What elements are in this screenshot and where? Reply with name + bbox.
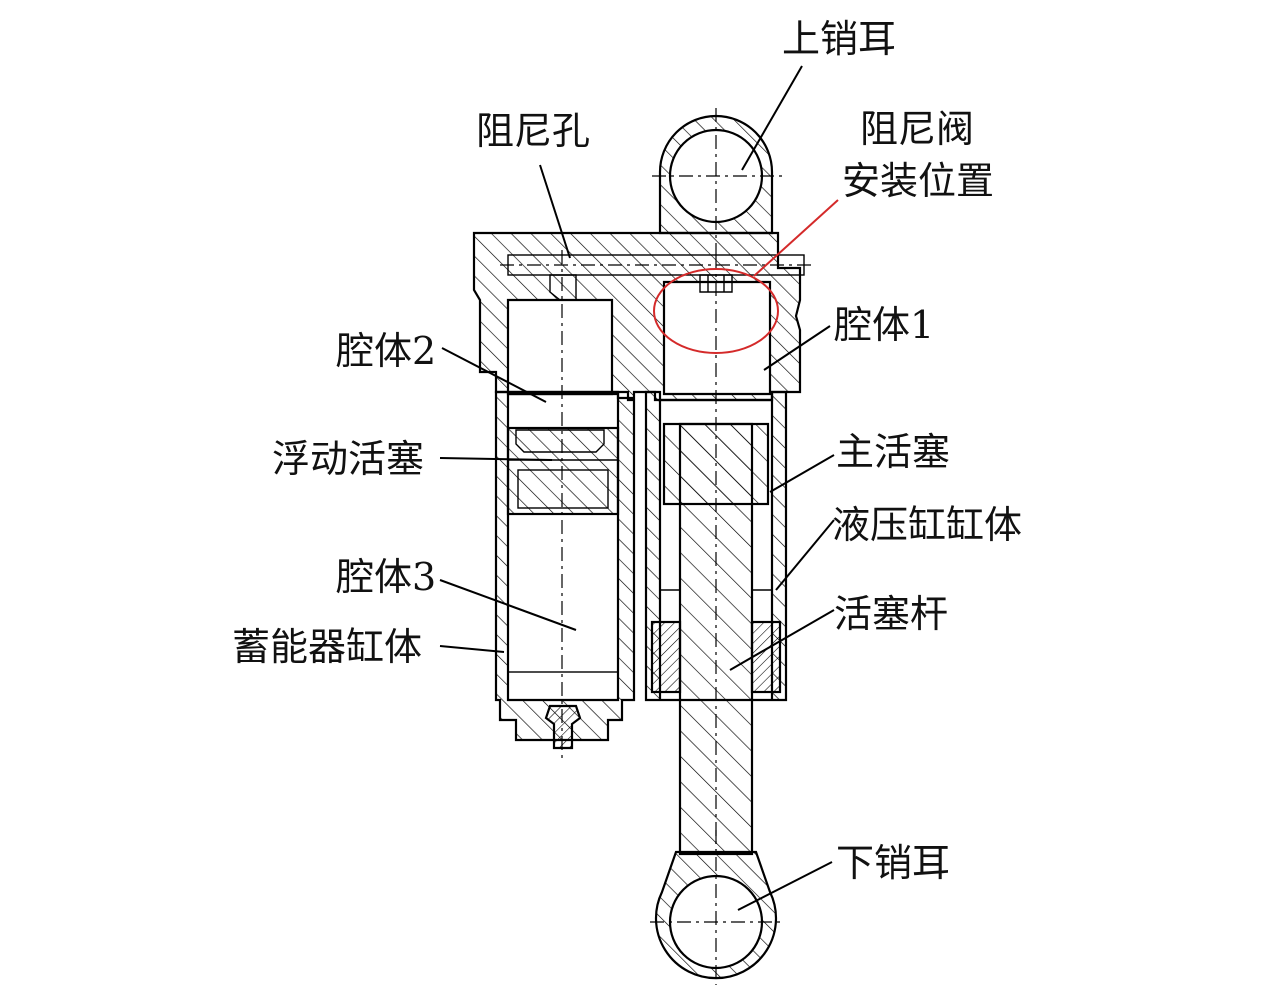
- upper-pin-ear-part: [652, 108, 782, 255]
- label-floating-piston: 浮动活塞: [272, 437, 424, 481]
- label-damping-valve-line1: 阻尼阀: [860, 107, 974, 151]
- label-damping-valve-line2: 安装位置: [842, 159, 994, 203]
- label-damping-hole: 阻尼孔: [476, 109, 590, 153]
- label-lower-pin-ear: 下销耳: [836, 841, 950, 885]
- label-main-piston: 主活塞: [836, 430, 950, 474]
- label-upper-pin-ear: 上销耳: [782, 17, 896, 61]
- charging-valve: [544, 704, 582, 750]
- label-hydraulic-cylinder: 液压缸缸体: [832, 503, 1022, 547]
- label-piston-rod: 活塞杆: [834, 592, 948, 636]
- upper-body-head: [472, 231, 812, 402]
- damping-valve-leader: [753, 199, 839, 277]
- label-accumulator-cylinder: 蓄能器缸体: [232, 625, 422, 669]
- floating-piston-part: [506, 426, 620, 516]
- leader-lines: [439, 65, 835, 911]
- lower-pin-ear-part: [650, 830, 782, 985]
- damping-valve-highlight: [653, 268, 779, 354]
- accumulator-cylinder-part: [494, 390, 636, 750]
- label-chamber-2: 腔体2: [336, 329, 436, 373]
- label-chamber-3: 腔体3: [336, 555, 436, 599]
- label-chamber-1: 腔体1: [834, 303, 934, 347]
